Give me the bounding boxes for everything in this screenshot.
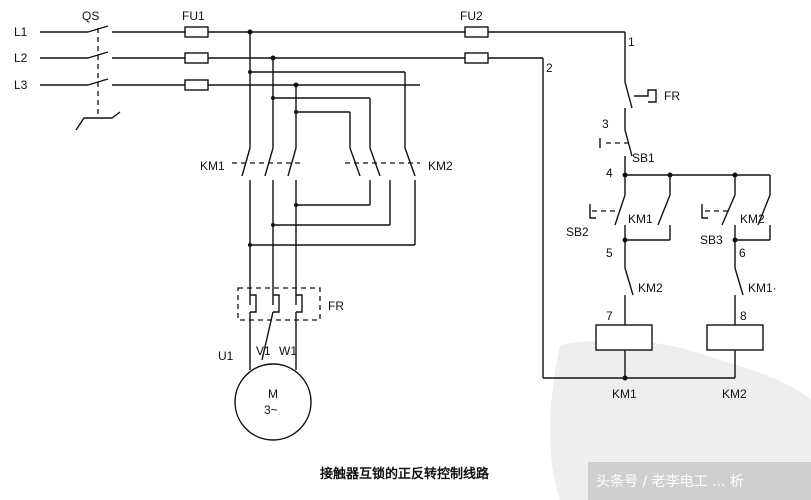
label-km1-contact: KM1 [628,212,653,226]
label-fr-control: FR [664,89,680,103]
label-motor-m: M [268,387,278,401]
power-lines [40,25,625,86]
label-fr-main: FR [328,299,344,313]
label-qs: QS [82,9,99,23]
qs-handle [75,111,121,131]
label-km1-interlock: KM1· [748,281,777,295]
watermark-text: 头条号 / 老李电工 ... 析 [596,473,744,490]
fuse-fu1-l1 [184,26,209,38]
main-circuit [232,32,420,305]
label-node-3: 3 [602,117,609,131]
label-sb1: SB1 [632,151,655,165]
label-node-4: 4 [606,166,613,180]
label-fu1: FU1 [182,9,205,23]
label-node-8: 8 [740,309,747,323]
coil-km1 [595,324,653,351]
label-sb3: SB3 [700,233,723,247]
label-km1-coil: KM1 [612,387,637,401]
label-fu2: FU2 [460,9,483,23]
diagram-caption: 接触器互锁的正反转控制线路 [320,466,490,482]
fr-main-box [237,287,321,321]
label-v1: V1 [256,344,271,358]
label-km2-main: KM2 [428,159,453,173]
label-u1: U1 [218,349,234,363]
label-motor-phase: 3~ [264,403,278,417]
fuse-fu2-a [464,26,489,38]
label-node-6: 6 [739,246,746,260]
label-sb2: SB2 [566,225,589,239]
watermark-band [588,462,811,500]
label-node-5: 5 [606,246,613,260]
control-circuit [542,32,771,381]
label-km2-coil: KM2 [722,387,747,401]
fuse-fu2-b [464,52,489,64]
label-km2-contact: KM2 [740,212,765,226]
motor-circle [234,363,312,441]
label-km2-interlock: KM2 [638,281,663,295]
label-l3: L3 [14,78,28,92]
fr-main-elements [249,294,303,361]
fuse-fu1-l2 [184,52,209,64]
label-l2: L2 [14,51,28,65]
label-km1-main: KM1 [200,159,225,173]
label-node-2: 2 [546,61,553,75]
label-node-1: 1 [628,35,635,49]
label-node-7: 7 [606,309,613,323]
label-l1: L1 [14,25,28,39]
coil-km2 [706,324,764,351]
watermark-decoration [550,340,811,500]
fuse-fu1-l3 [184,79,209,91]
label-w1: W1 [279,344,297,358]
